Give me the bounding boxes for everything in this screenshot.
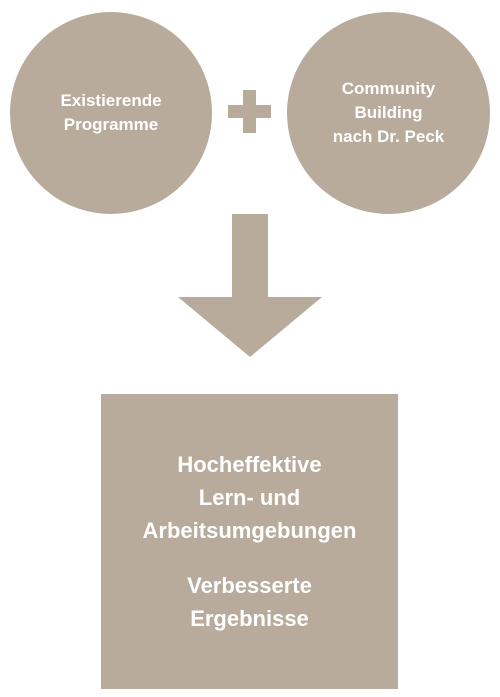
plus-icon	[228, 90, 271, 133]
arrow-down-icon	[178, 214, 322, 357]
result-secondary-text: Verbesserte Ergebnisse	[187, 573, 312, 631]
result-primary-text: Hocheffektive Lern- und Arbeitsumgebunge…	[142, 452, 357, 543]
existing-programs-label: Existierende Programme	[60, 91, 162, 134]
community-building-circle: Community Building nach Dr. Peck	[287, 12, 490, 214]
result-box: Hocheffektive Lern- und Arbeitsumgebunge…	[101, 394, 398, 689]
existing-programs-circle: Existierende Programme	[10, 12, 212, 214]
community-building-label: Community Building nach Dr. Peck	[332, 79, 445, 146]
plus-vertical-bar	[243, 90, 256, 133]
arrow-down-shape	[178, 214, 322, 357]
